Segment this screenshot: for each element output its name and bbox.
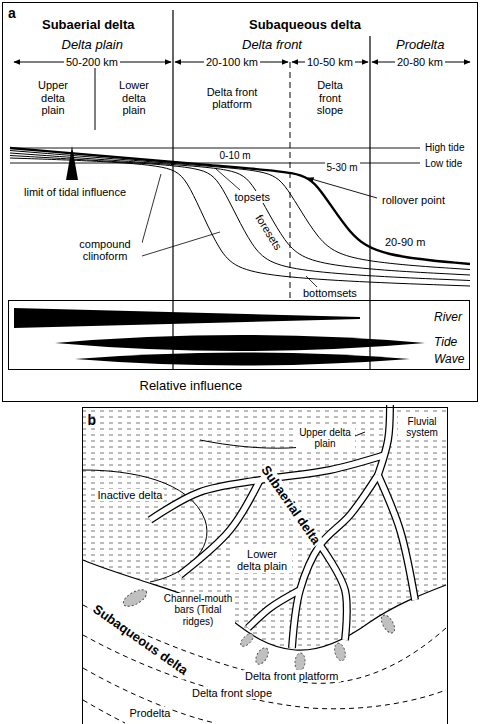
mouth-bar <box>333 642 347 662</box>
dimension: 50-200 km <box>64 56 120 69</box>
mouth-bar <box>253 646 271 667</box>
tide-bar <box>55 335 425 351</box>
zone-title: Delta front <box>242 38 302 53</box>
process-name: Wave <box>434 353 464 367</box>
zone-label: Upper delta plain <box>31 79 76 117</box>
region-title: Subaerial delta <box>42 18 134 33</box>
dimension: 20-90 m <box>383 236 427 249</box>
channel-outline <box>378 405 390 475</box>
callout-label: limit of tidal influence <box>22 186 128 199</box>
channel-outline <box>292 475 378 648</box>
leader-line <box>216 169 240 190</box>
divider-line <box>369 36 370 369</box>
clinoforms <box>10 148 470 286</box>
cross-section <box>10 10 470 369</box>
tide-label: Low tide <box>425 158 462 170</box>
panel-letter: a <box>8 5 16 21</box>
callout-label: compound clinoform <box>68 238 142 263</box>
process-name: Tide <box>434 336 457 350</box>
dimension: 20-80 km <box>395 56 445 69</box>
dimension: 0-10 m <box>218 150 253 162</box>
channel-water <box>378 405 390 475</box>
panel-letter: b <box>88 412 97 428</box>
map-label: Upper delta plain <box>296 427 355 450</box>
leader-line <box>142 232 220 256</box>
wave-bar <box>75 353 410 366</box>
mouth-bar <box>379 613 398 635</box>
zone-label: Delta front platform <box>205 86 260 111</box>
callout-label: topsets <box>233 191 272 204</box>
map-view <box>83 405 446 723</box>
callout-label: rollover point <box>380 194 447 207</box>
map-label: Lower delta plain <box>233 548 292 573</box>
map-label: Prodelta <box>128 707 173 720</box>
box-caption: Relative influence <box>140 379 243 394</box>
map-label: Inactive delta <box>96 489 165 502</box>
channel-water <box>292 475 378 648</box>
channels <box>150 405 415 648</box>
channel-outline <box>378 475 415 600</box>
depth-contours <box>83 605 446 723</box>
divider-line <box>290 62 291 300</box>
depth-contour <box>83 700 125 723</box>
land-area <box>83 409 446 650</box>
channel-outline <box>320 545 347 640</box>
zone-label: Lower delta plain <box>112 79 157 117</box>
process-name: River <box>434 311 462 325</box>
clinoform-line <box>10 148 470 264</box>
river-bar <box>14 308 360 328</box>
region-title: Subaqueous delta <box>249 18 361 33</box>
map-label: Fluvial system <box>398 416 446 439</box>
dimension: 20-100 km <box>204 56 260 69</box>
callout-label: bottomsets <box>301 287 359 300</box>
channel-water <box>248 590 300 628</box>
zone-title: Delta plain <box>62 38 123 53</box>
influence-box: RiverTideWaveRelative influence <box>8 300 470 370</box>
channel-water <box>320 545 347 640</box>
tide-label: High tide <box>425 142 464 154</box>
mouth-bar <box>239 632 256 649</box>
dimension: 10-50 km <box>305 56 355 69</box>
tidal-limit-marker <box>66 146 78 180</box>
channel-water <box>378 475 415 600</box>
leader-line <box>142 174 161 243</box>
divider-line <box>95 62 96 130</box>
tide-line <box>10 148 420 149</box>
zone-title: Prodelta <box>396 38 444 53</box>
map-label: Delta front platform <box>243 670 341 683</box>
map-label: Channel-mouth bars (Tidal ridges) <box>161 593 235 628</box>
map-label: Delta front slope <box>190 687 274 700</box>
mouth-bar <box>121 586 150 609</box>
dimension: 5-30 m <box>325 162 360 174</box>
zone-label: Delta front slope <box>305 79 355 117</box>
